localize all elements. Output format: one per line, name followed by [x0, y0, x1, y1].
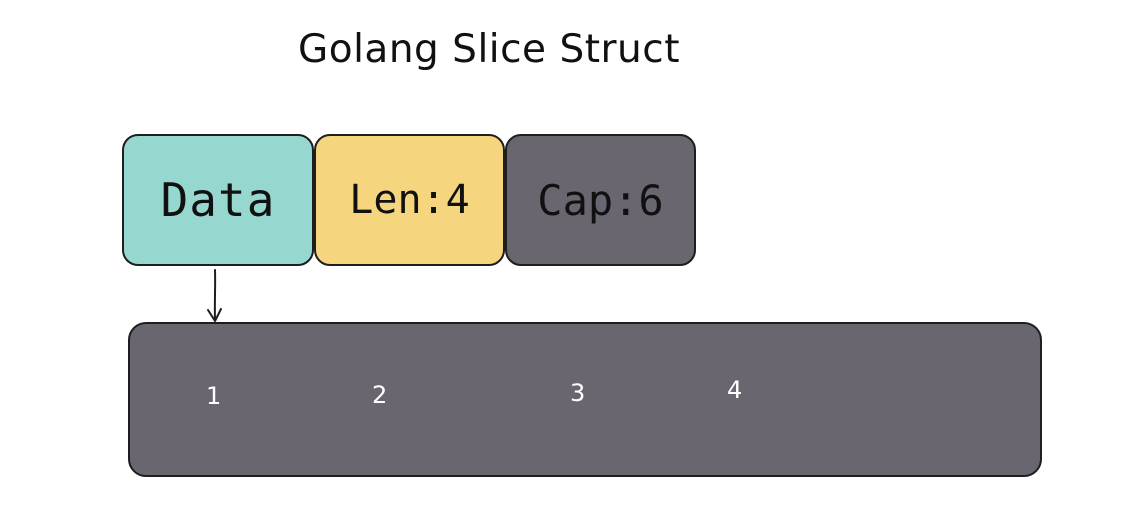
array-element: 1 [206, 382, 222, 410]
cap-field-label: Cap:6 [537, 175, 664, 225]
len-field: Len:4 [314, 134, 505, 266]
array-element: 3 [570, 379, 586, 407]
data-field-label: Data [160, 173, 276, 227]
len-field-label: Len:4 [349, 177, 470, 223]
diagram-title: Golang Slice Struct [298, 27, 680, 72]
cap-field: Cap:6 [505, 134, 696, 266]
backing-array: 1 2 3 4 [128, 322, 1042, 477]
array-element: 2 [372, 381, 388, 409]
data-pointer-field: Data [122, 134, 314, 266]
array-element: 4 [727, 376, 743, 404]
pointer-arrow-icon [207, 269, 222, 322]
